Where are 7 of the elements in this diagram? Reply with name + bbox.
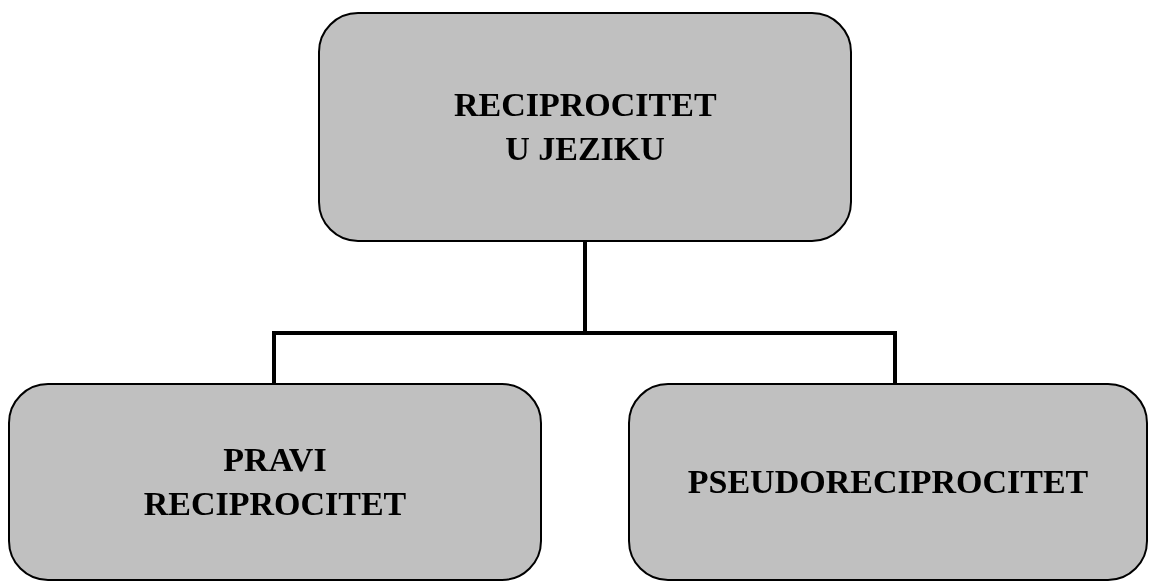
rounded-box [8,383,542,581]
box-label: PSEUDORECIPROCITET [687,462,1089,502]
rounded-box [318,12,852,242]
box-label: PRAVI RECIPROCITET [143,440,407,524]
connector-line [583,242,897,383]
box-label: RECIPROCITET U JEZIKU [454,85,716,169]
rounded-box [628,383,1148,581]
